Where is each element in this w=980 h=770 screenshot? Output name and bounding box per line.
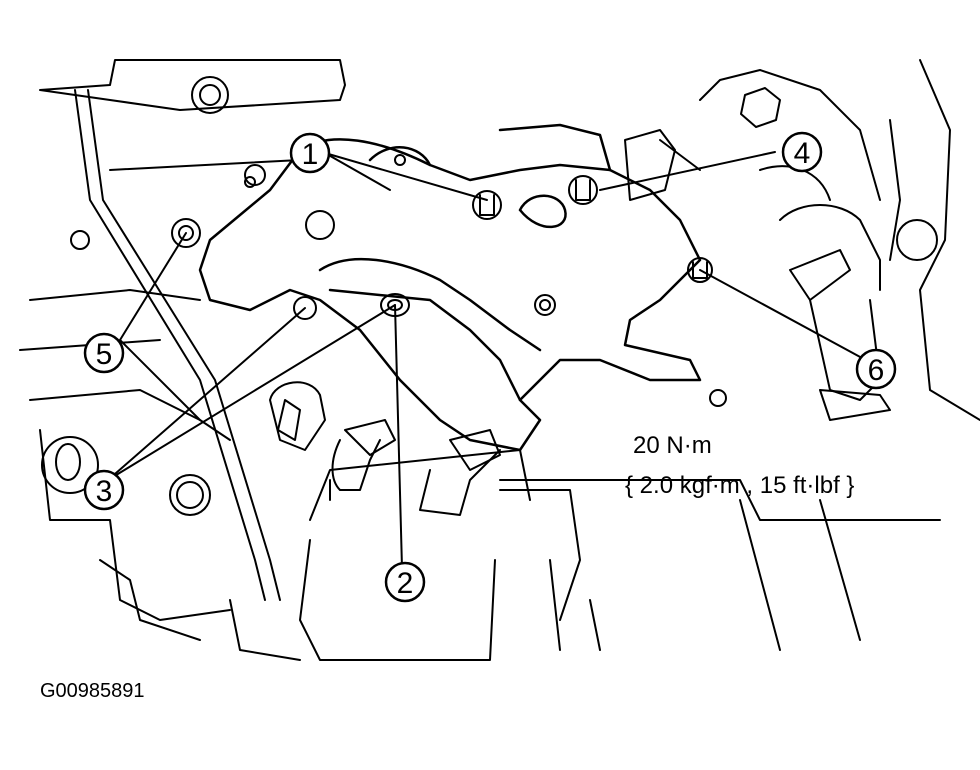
callout-4: 4 xyxy=(781,131,823,173)
torque-alternate-units: { 2.0 kgf·m , 15 ft·lbf } xyxy=(625,472,855,499)
callout-3: 3 xyxy=(83,469,125,511)
leader-lines xyxy=(107,151,863,569)
callout-6: 6 xyxy=(855,348,897,390)
callout-1-label: 1 xyxy=(302,138,319,171)
engine-block-outline xyxy=(19,59,980,661)
coolant-bracket xyxy=(198,123,702,452)
callout-5-label: 5 xyxy=(96,338,113,371)
callout-4-label: 4 xyxy=(794,137,811,170)
callout-1: 1 xyxy=(289,132,331,174)
torque-value: 20 N·m xyxy=(633,432,712,459)
callout-2-label: 2 xyxy=(397,567,414,600)
right-hose-assembly xyxy=(624,129,891,421)
callout-5: 5 xyxy=(83,332,125,374)
background-bolts xyxy=(41,76,938,516)
figure-id: G00985891 xyxy=(40,680,145,702)
lower-pipe-assembly xyxy=(171,175,713,661)
callout-3-label: 3 xyxy=(96,475,113,508)
callout-2: 2 xyxy=(384,561,426,603)
callout-6-label: 6 xyxy=(868,354,885,387)
